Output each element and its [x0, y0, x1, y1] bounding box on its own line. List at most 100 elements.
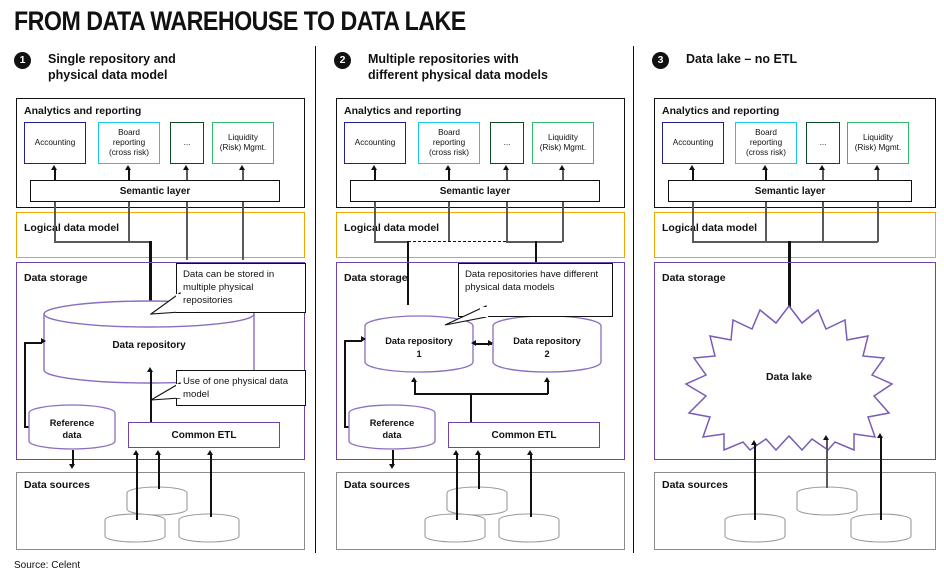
ref-loop-top-2: [344, 340, 362, 342]
source-cylinder-1c: [178, 513, 240, 543]
etl-trunk-2: [470, 393, 472, 423]
arrow-app-1b: [125, 165, 131, 170]
semantic-layer-label-3: Semantic layer: [754, 185, 826, 197]
app-liquidity-line1-1: Liquidity: [227, 133, 259, 142]
arrow-app-3b: [762, 165, 768, 170]
app-board-line3-2: (cross risk): [428, 148, 470, 157]
ref-down-arrow-2: [389, 464, 395, 469]
logical-drop-3d: [877, 202, 879, 242]
callout-1b-tail: [150, 382, 182, 401]
app-liquidity-1[interactable]: Liquidity (Risk) Mgmt.: [212, 122, 274, 164]
reference-data-cylinder-1: Reference data: [28, 404, 116, 450]
source-cylinder-2c: [498, 513, 560, 543]
src-arrow-line-2b: [478, 455, 480, 489]
callout-1a-tail: [150, 292, 182, 315]
lake-arrow-line-3b: [826, 440, 828, 488]
repo-link-arrow-left-2: [471, 340, 476, 346]
etl-to-repo-arrow-1: [147, 367, 153, 372]
repo-link-arrow-right-2: [488, 340, 493, 346]
ref-loop-arrow-1: [41, 338, 46, 344]
callout-2a: Data repositories have different physica…: [458, 263, 613, 317]
analytics-box-2: [336, 98, 625, 208]
app-board-reporting-3[interactable]: Board reporting (cross risk): [735, 122, 797, 164]
data-sources-label-1: Data sources: [24, 479, 90, 491]
arrow-app-3c: [819, 165, 825, 170]
app-liquidity-line2-2: (Risk) Mgmt.: [539, 143, 587, 152]
app-board-line2-1: reporting: [112, 138, 146, 147]
app-ellipsis-2[interactable]: ...: [490, 122, 524, 164]
connector-app-1d: [242, 170, 244, 180]
data-sources-label-2: Data sources: [344, 479, 410, 491]
data-lake-label: Data lake: [765, 371, 813, 383]
app-liquidity-line2-1: (Risk) Mgmt.: [219, 143, 267, 152]
data-sources-box-2: [336, 472, 625, 550]
app-liquidity-3[interactable]: Liquidity (Risk) Mgmt.: [847, 122, 909, 164]
reference-data-cylinder-2: Reference data: [348, 404, 436, 450]
panel-3: 3 Data lake – no ETL Analytics and repor…: [636, 0, 944, 582]
common-etl-1: Common ETL: [128, 422, 280, 448]
app-accounting-2[interactable]: Accounting: [344, 122, 406, 164]
ref-loop-vertical-1: [24, 342, 26, 426]
logical-trunk-1: [149, 241, 152, 313]
src-arrow-1a: [133, 450, 139, 455]
panel-2-heading-line1: Multiple repositories with: [368, 52, 519, 66]
panel-3-number: 3: [652, 52, 669, 69]
app-ellipsis-label-2: ...: [503, 138, 511, 147]
common-etl-2: Common ETL: [448, 422, 600, 448]
app-board-reporting-1[interactable]: Board reporting (cross risk): [98, 122, 160, 164]
app-ellipsis-1[interactable]: ...: [170, 122, 204, 164]
app-accounting-3[interactable]: Accounting: [662, 122, 724, 164]
repo-link-line-2: [474, 343, 492, 345]
app-accounting-1[interactable]: Accounting: [24, 122, 86, 164]
logical-model-label-1: Logical data model: [24, 222, 120, 234]
logical-join-3: [692, 241, 878, 243]
ref-down-arrow-1: [69, 464, 75, 469]
lake-arrow-3a: [751, 440, 757, 445]
semantic-layer-label-1: Semantic layer: [119, 185, 191, 197]
logical-model-label-2: Logical data model: [344, 222, 440, 234]
logical-drop-3b: [765, 202, 767, 242]
app-liquidity-line1-3: Liquidity: [862, 133, 894, 142]
lake-arrow-line-3c: [880, 438, 882, 520]
source-cylinder-3b: [724, 513, 786, 543]
common-etl-label-1: Common ETL: [171, 429, 237, 441]
callout-1a: Data can be stored in multiple physical …: [176, 263, 306, 313]
connector-app-1b: [128, 170, 130, 180]
app-board-line1-1: Board: [118, 128, 140, 137]
logical-model-box-1: [16, 212, 305, 258]
callout-1a-text: Data can be stored in multiple physical …: [183, 269, 275, 306]
lake-arrow-3c: [877, 433, 883, 438]
source-cylinder-3c: [850, 513, 912, 543]
common-etl-label-2: Common ETL: [491, 429, 557, 441]
panel-1: 1 Single repository and physical data mo…: [0, 0, 315, 582]
app-board-reporting-2[interactable]: Board reporting (cross risk): [418, 122, 480, 164]
logical-model-box-3: [654, 212, 936, 258]
app-liquidity-line1-2: Liquidity: [547, 133, 579, 142]
app-liquidity-2[interactable]: Liquidity (Risk) Mgmt.: [532, 122, 594, 164]
data-storage-box-1: [16, 262, 305, 460]
source-note: Source: Celent: [14, 560, 81, 571]
arrow-app-3d: [874, 165, 880, 170]
app-accounting-label-1: Accounting: [34, 138, 76, 147]
source-cylinder-2a: [446, 486, 508, 516]
data-sources-box-1: [16, 472, 305, 550]
callout-2a-tail: [444, 305, 488, 326]
app-accounting-label-3: Accounting: [672, 138, 714, 147]
semantic-layer-1: Semantic layer: [30, 180, 280, 202]
connector-app-1c: [186, 170, 188, 180]
connector-app-3b: [765, 170, 767, 180]
data-sources-label-3: Data sources: [662, 479, 728, 491]
callout-1b: Use of one physical data model: [176, 370, 306, 406]
src-arrow-2a: [453, 450, 459, 455]
data-storage-label-1: Data storage: [24, 272, 88, 284]
source-cylinder-1b: [104, 513, 166, 543]
app-ellipsis-3[interactable]: ...: [806, 122, 840, 164]
etl-up-arrow-2b: [544, 377, 550, 382]
ref-loop-arrow-2: [361, 336, 366, 342]
panel-divider-1: [315, 46, 316, 553]
logical-drop-2b: [448, 202, 450, 242]
connector-app-2b: [448, 170, 450, 180]
panel-2: 2 Multiple repositories with different p…: [318, 0, 633, 582]
arrow-app-1a: [51, 165, 57, 170]
